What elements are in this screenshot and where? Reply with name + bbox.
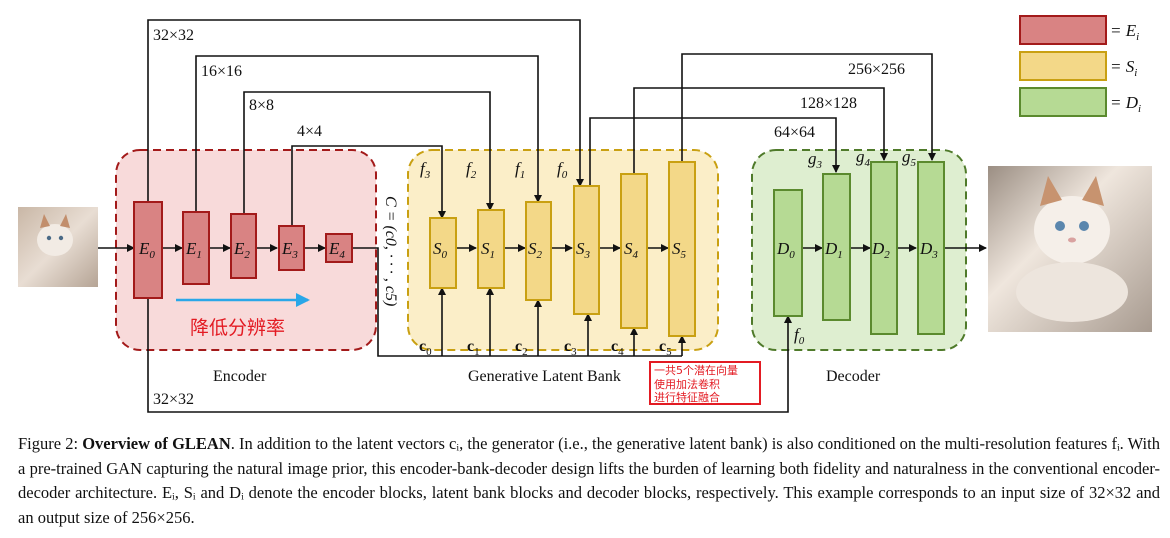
label-d1: D1 bbox=[824, 239, 843, 261]
res-64: 64×64 bbox=[774, 124, 815, 141]
latent-c2: c2 bbox=[515, 338, 528, 358]
legend-label-encoder: = Ei bbox=[1110, 21, 1139, 43]
label-s5: S5 bbox=[672, 239, 687, 261]
legend-label-decoder: = Di bbox=[1110, 93, 1141, 115]
note-line-2: 使用加法卷积 bbox=[654, 377, 720, 391]
legend-swatch-bank bbox=[1019, 51, 1107, 81]
res-256: 256×256 bbox=[848, 61, 905, 78]
label-e0: E0 bbox=[138, 239, 155, 261]
glean-architecture-diagram: 32×32 16×16 8×8 4×4 256×256 128×128 64×6… bbox=[18, 15, 1152, 413]
feature-f0: f0 bbox=[557, 159, 568, 181]
bank-title: Generative Latent Bank bbox=[468, 368, 621, 385]
legend-swatch-encoder bbox=[1019, 15, 1107, 45]
legend-label-bank: = Si bbox=[1110, 57, 1137, 79]
caption-text: . In addition to the latent vectors cᵢ, … bbox=[18, 434, 1160, 527]
encoder-block-e4 bbox=[325, 233, 353, 263]
latent-c3: c3 bbox=[564, 338, 577, 358]
bank-block-s2 bbox=[525, 201, 552, 301]
res-4: 4×4 bbox=[297, 123, 322, 140]
label-s3: S3 bbox=[576, 239, 591, 261]
bank-block-s1 bbox=[477, 209, 505, 289]
feature-f1: f1 bbox=[515, 159, 525, 181]
res-32-bottom: 32×32 bbox=[153, 391, 194, 408]
encoder-block-e2 bbox=[230, 213, 257, 279]
label-e3: E3 bbox=[281, 239, 298, 261]
label-d3: D3 bbox=[919, 239, 938, 261]
encoder-title: Encoder bbox=[213, 368, 267, 385]
latent-c1: c1 bbox=[467, 338, 480, 358]
label-e1: E1 bbox=[185, 239, 202, 261]
g-label-4: g4 bbox=[856, 147, 871, 169]
output-image bbox=[988, 166, 1152, 332]
feature-f2: f2 bbox=[466, 159, 477, 181]
latent-c0: c0 bbox=[419, 338, 432, 358]
label-e2: E2 bbox=[233, 239, 250, 261]
decoder-f0: f0 bbox=[794, 325, 805, 347]
latent-set-label: C = (c0, · · · , c5) bbox=[382, 196, 399, 306]
input-image bbox=[18, 207, 98, 287]
encoder-block-e0 bbox=[133, 201, 163, 299]
caption-prefix: Figure 2: bbox=[18, 434, 83, 453]
feature-f3: f3 bbox=[420, 159, 431, 181]
decoder-title: Decoder bbox=[826, 368, 881, 385]
decoder-block-d3 bbox=[917, 161, 945, 335]
g-label-3: g3 bbox=[808, 149, 823, 171]
res-128: 128×128 bbox=[800, 95, 857, 112]
bank-block-s3 bbox=[573, 185, 600, 315]
label-d0: D0 bbox=[776, 239, 795, 261]
fusion-note-box: 一共5个潜在向量 使用加法卷积 进行特征融合 bbox=[649, 361, 761, 405]
encoder-block-e3 bbox=[278, 225, 305, 271]
g-label-5: g5 bbox=[902, 147, 917, 169]
encoder-block-e1 bbox=[182, 211, 210, 285]
decoder-block-d0 bbox=[773, 189, 803, 317]
figure-caption: Figure 2: Overview of GLEAN. In addition… bbox=[18, 432, 1160, 530]
label-s4: S4 bbox=[624, 239, 639, 261]
bank-block-s4 bbox=[620, 173, 648, 329]
res-16: 16×16 bbox=[201, 63, 242, 80]
label-s0: S0 bbox=[433, 239, 448, 261]
latent-c4: c4 bbox=[611, 338, 624, 358]
label-s2: S2 bbox=[528, 239, 543, 261]
label-d2: D2 bbox=[871, 239, 890, 261]
latent-c5: c5 bbox=[659, 338, 672, 358]
res-8: 8×8 bbox=[249, 97, 274, 114]
label-s1: S1 bbox=[481, 239, 495, 261]
note-line-1: 一共5个潜在向量 bbox=[654, 364, 738, 377]
label-e4: E4 bbox=[328, 239, 345, 261]
caption-bold: Overview of GLEAN bbox=[82, 434, 231, 453]
legend-swatch-decoder bbox=[1019, 87, 1107, 117]
bank-block-s5 bbox=[668, 161, 696, 337]
downsample-note: 降低分辨率 bbox=[190, 317, 285, 339]
bank-block-s0 bbox=[429, 217, 457, 289]
res-32-top: 32×32 bbox=[153, 27, 194, 44]
decoder-block-d1 bbox=[822, 173, 851, 321]
decoder-block-d2 bbox=[870, 161, 898, 335]
note-line-3: 进行特征融合 bbox=[654, 391, 720, 404]
decoder-region bbox=[751, 149, 967, 351]
